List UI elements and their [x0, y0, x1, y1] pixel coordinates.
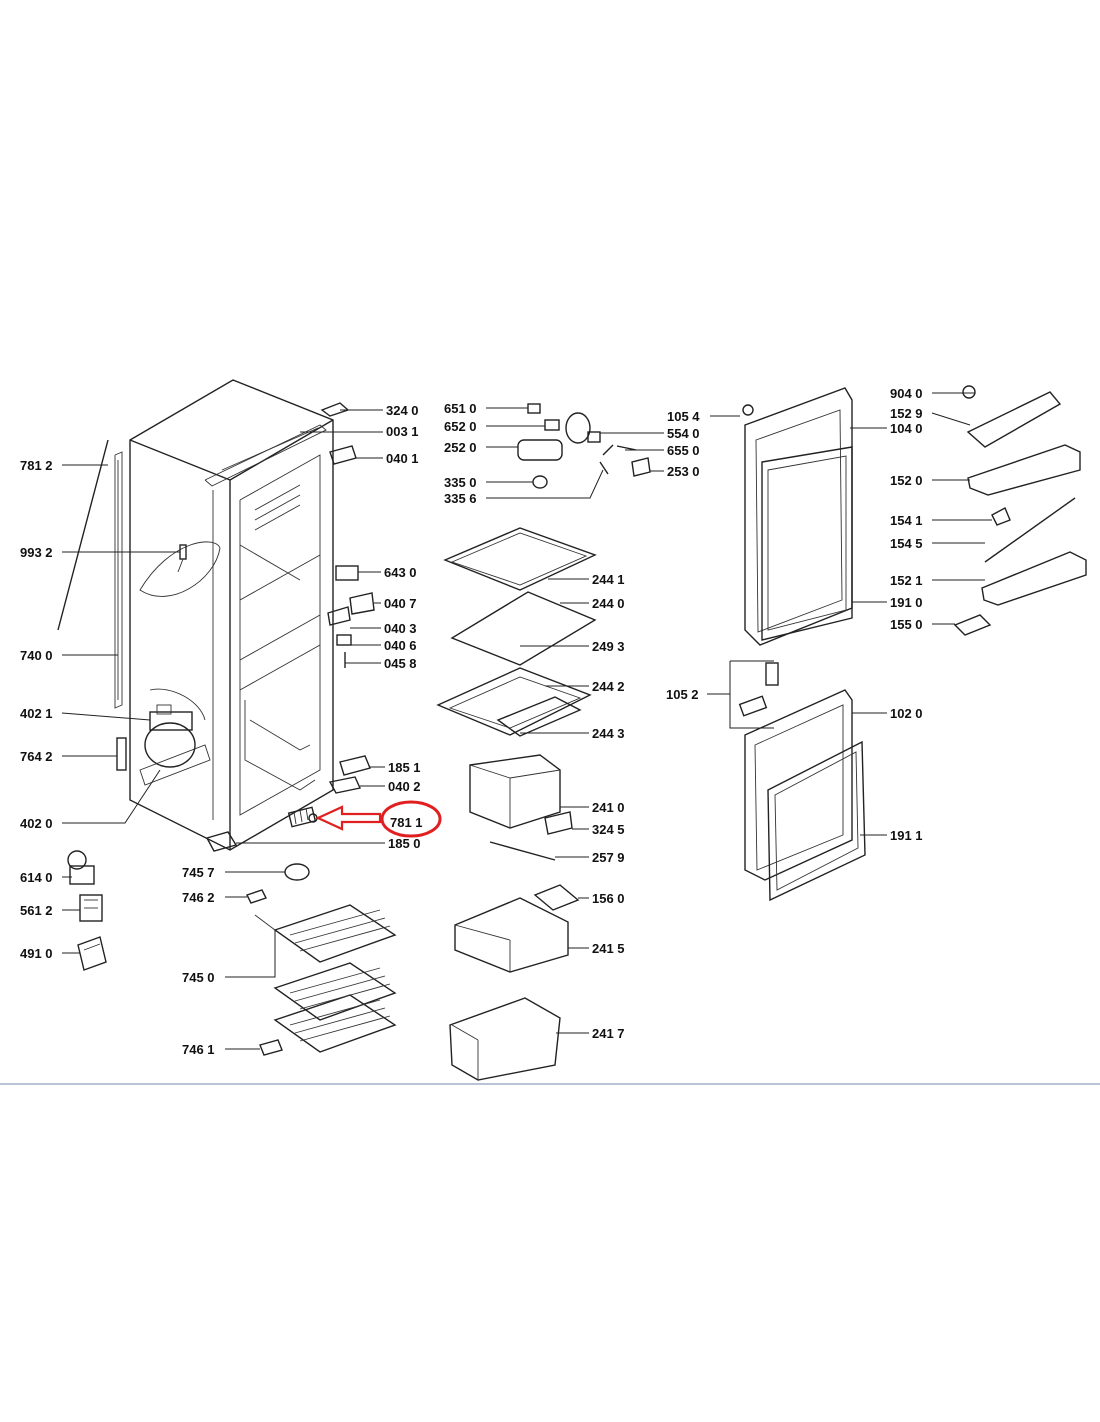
- part-label-7450: 745 0: [182, 970, 215, 985]
- part-label-2443: 244 3: [592, 726, 625, 741]
- part-label-1520: 152 0: [890, 473, 923, 488]
- part-label-1550: 155 0: [890, 617, 923, 632]
- drawers-drawing: [449, 754, 580, 1081]
- part-label-7812: 781 2: [20, 458, 53, 473]
- part-label-7811: 781 1: [390, 815, 423, 830]
- upper-door-drawing: [742, 387, 853, 646]
- part-label-4020: 402 0: [20, 816, 53, 831]
- part-label-6430: 643 0: [384, 565, 417, 580]
- part-label-2415: 241 5: [592, 941, 625, 956]
- part-label-2441: 244 1: [592, 572, 625, 587]
- part-label-1040: 104 0: [890, 421, 923, 436]
- part-label-2442: 244 2: [592, 679, 625, 694]
- part-label-1529: 152 9: [890, 406, 923, 421]
- highlight-marker: [315, 800, 442, 838]
- part-label-0402: 040 2: [388, 779, 421, 794]
- part-label-4021: 402 1: [20, 706, 53, 721]
- part-label-2530: 253 0: [667, 464, 700, 479]
- part-label-1545: 154 5: [890, 536, 923, 551]
- cabinet-drawing: [57, 379, 334, 851]
- part-label-7400: 740 0: [20, 648, 53, 663]
- part-label-4910: 491 0: [20, 946, 53, 961]
- part-label-1521: 152 1: [890, 573, 923, 588]
- part-label-5612: 561 2: [20, 903, 53, 918]
- part-label-2493: 249 3: [592, 639, 625, 654]
- part-label-1054: 105 4: [667, 409, 700, 424]
- part-label-3350: 335 0: [444, 475, 477, 490]
- part-label-1560: 156 0: [592, 891, 625, 906]
- part-label-1850: 185 0: [388, 836, 421, 851]
- part-label-2410: 241 0: [592, 800, 625, 815]
- part-label-2579: 257 9: [592, 850, 625, 865]
- part-label-1851: 185 1: [388, 760, 421, 775]
- electrical-parts: [67, 850, 310, 1056]
- part-label-3356: 335 6: [444, 491, 477, 506]
- part-label-1541: 154 1: [890, 513, 923, 528]
- part-label-6550: 655 0: [667, 443, 700, 458]
- part-label-2417: 241 7: [592, 1026, 625, 1041]
- lower-door-drawing: [707, 660, 866, 902]
- part-label-3240: 324 0: [386, 403, 419, 418]
- part-label-1911: 191 1: [890, 828, 923, 843]
- freezer-baskets-drawing: [254, 904, 397, 1053]
- part-label-0406: 040 6: [384, 638, 417, 653]
- part-label-6140: 614 0: [20, 870, 53, 885]
- part-label-0403: 040 3: [384, 621, 417, 636]
- part-781-1-drawing: [287, 806, 318, 828]
- part-label-0458: 045 8: [384, 656, 417, 671]
- highlight-arrow: [315, 805, 382, 831]
- part-label-7462: 746 2: [182, 890, 215, 905]
- part-label-7461: 746 1: [182, 1042, 215, 1057]
- part-label-9040: 904 0: [890, 386, 923, 401]
- part-label-9932: 993 2: [20, 545, 53, 560]
- door-bins-drawing: [953, 385, 1087, 636]
- leader-lines: [61, 392, 992, 1050]
- part-label-2520: 252 0: [444, 440, 477, 455]
- part-label-6520: 652 0: [444, 419, 477, 434]
- part-label-2440: 244 0: [592, 596, 625, 611]
- part-label-1020: 102 0: [890, 706, 923, 721]
- part-label-1052: 105 2: [666, 687, 699, 702]
- part-label-7457: 745 7: [182, 865, 215, 880]
- part-label-7642: 764 2: [20, 749, 53, 764]
- shelves-drawing: [436, 527, 597, 737]
- part-label-0031: 003 1: [386, 424, 419, 439]
- part-label-0401: 040 1: [386, 451, 419, 466]
- highlight-circle: [380, 800, 442, 838]
- part-label-5540: 554 0: [667, 426, 700, 441]
- thermostat-parts: [517, 403, 651, 489]
- cabinet-hardware: [205, 402, 375, 852]
- part-label-1910: 191 0: [890, 595, 923, 610]
- part-label-0407: 040 7: [384, 596, 417, 611]
- part-label-6510: 651 0: [444, 401, 477, 416]
- part-number-labels: 324 0 003 1 040 1 781 2 993 2 643 0 040 7 040 3…: [20, 386, 923, 1057]
- part-label-3245: 324 5: [592, 822, 625, 837]
